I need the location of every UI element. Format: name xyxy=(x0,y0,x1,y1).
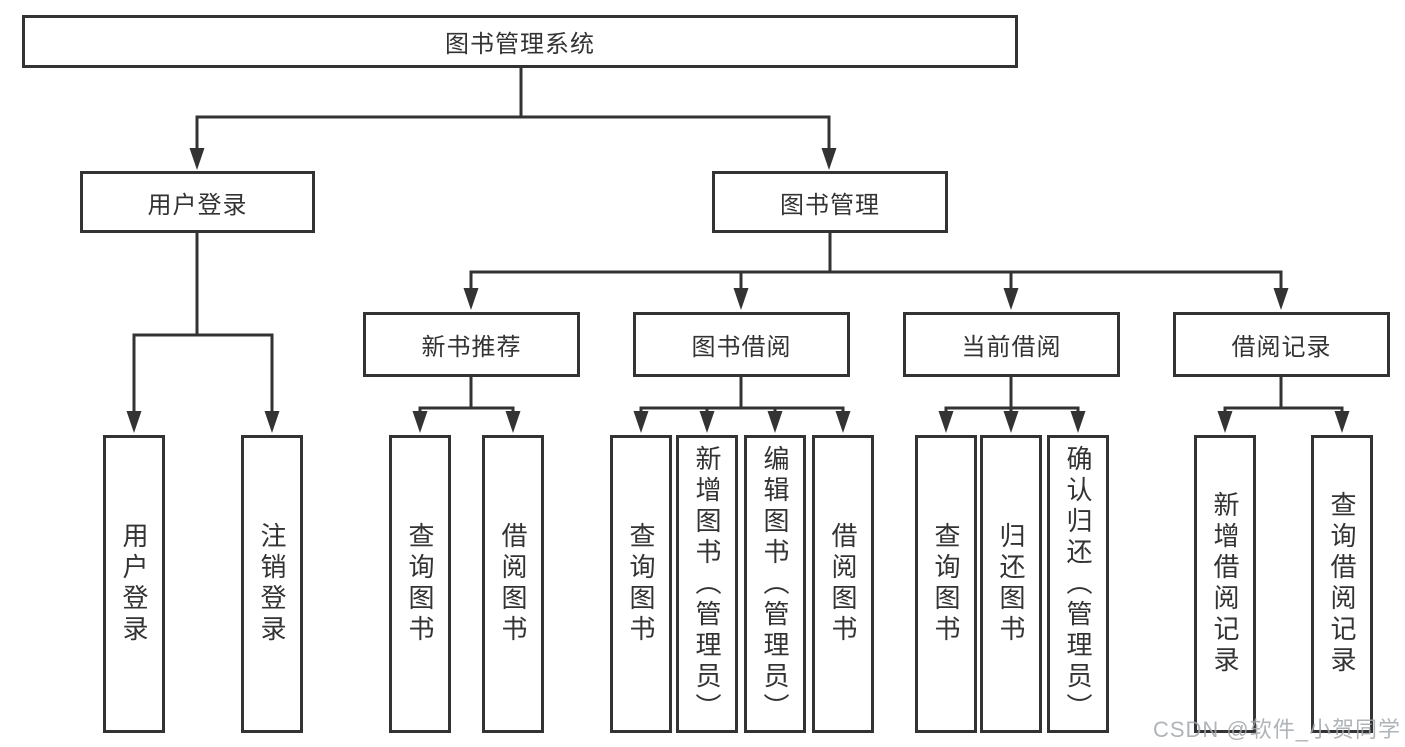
connector-line xyxy=(132,333,274,414)
leaf-query-books-current: 查询图书 xyxy=(915,435,977,733)
node-borrow-records: 借阅记录 xyxy=(1173,312,1390,377)
connector-book-borrow-children xyxy=(633,377,851,433)
arrow-down-icon xyxy=(733,288,749,310)
arrow-down-icon xyxy=(821,148,837,170)
connector-user-login-children xyxy=(126,233,280,433)
leaf-logout: 注销登录 xyxy=(241,435,303,733)
connector-book-mgmt-children xyxy=(463,233,1289,310)
node-root: 图书管理系统 xyxy=(22,15,1018,68)
arrow-down-icon xyxy=(1070,411,1086,433)
leaf-query-books-recommend: 查询图书 xyxy=(389,435,451,733)
node-book-management: 图书管理 xyxy=(712,171,948,233)
connector-line xyxy=(1223,406,1344,414)
connector-line xyxy=(195,115,831,150)
leaf-borrow-books-recommend: 借阅图书 xyxy=(482,435,544,733)
arrow-down-icon xyxy=(767,411,783,433)
arrow-down-icon xyxy=(126,411,142,433)
connector-root-to-level2 xyxy=(189,67,837,170)
connector-new-book-children xyxy=(412,377,521,433)
node-book-borrow: 图书借阅 xyxy=(633,312,850,377)
leaf-add-books-admin: 新增图书（管理员） xyxy=(676,435,738,733)
arrow-down-icon xyxy=(1003,288,1019,310)
arrow-down-icon xyxy=(1003,411,1019,433)
leaf-confirm-return-admin: 确认归还（管理员） xyxy=(1047,435,1109,733)
leaf-add-borrow-record: 新增借阅记录 xyxy=(1194,435,1256,733)
leaf-query-books-borrow: 查询图书 xyxy=(610,435,672,733)
leaf-return-books: 归还图书 xyxy=(980,435,1042,733)
arrow-down-icon xyxy=(412,411,428,433)
connector-line xyxy=(639,406,845,414)
leaf-query-borrow-record: 查询借阅记录 xyxy=(1311,435,1373,733)
arrow-down-icon xyxy=(633,411,649,433)
arrow-down-icon xyxy=(1334,411,1350,433)
arrow-down-icon xyxy=(835,411,851,433)
arrow-down-icon xyxy=(189,148,205,170)
arrow-down-icon xyxy=(264,411,280,433)
arrow-down-icon xyxy=(1273,288,1289,310)
arrow-down-icon xyxy=(463,288,479,310)
connector-line xyxy=(469,270,1283,291)
node-current-borrow: 当前借阅 xyxy=(903,312,1120,377)
arrow-down-icon xyxy=(505,411,521,433)
node-user-login: 用户登录 xyxy=(80,171,315,233)
arrow-down-icon xyxy=(699,411,715,433)
arrow-down-icon xyxy=(938,411,954,433)
leaf-edit-books-admin: 编辑图书（管理员） xyxy=(744,435,806,733)
leaf-user-login: 用户登录 xyxy=(103,435,165,733)
leaf-borrow-books: 借阅图书 xyxy=(812,435,874,733)
node-new-book-recommend: 新书推荐 xyxy=(363,312,580,377)
connector-line xyxy=(418,406,515,414)
arrow-down-icon xyxy=(1217,411,1233,433)
connector-current-borrow-children xyxy=(938,377,1086,433)
connector-borrow-record-children xyxy=(1217,377,1350,433)
